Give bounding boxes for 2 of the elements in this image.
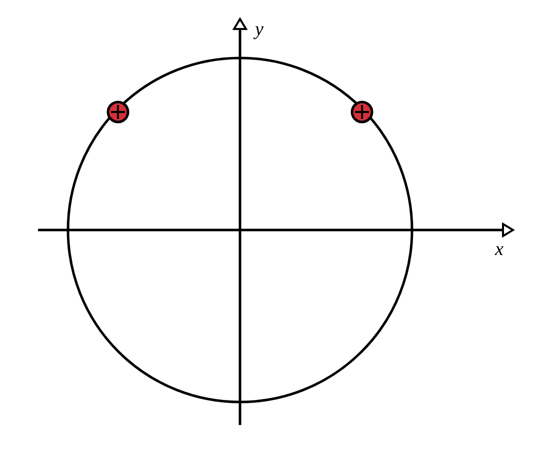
axis-label: x: [495, 240, 504, 259]
axis-label: y: [255, 20, 264, 39]
